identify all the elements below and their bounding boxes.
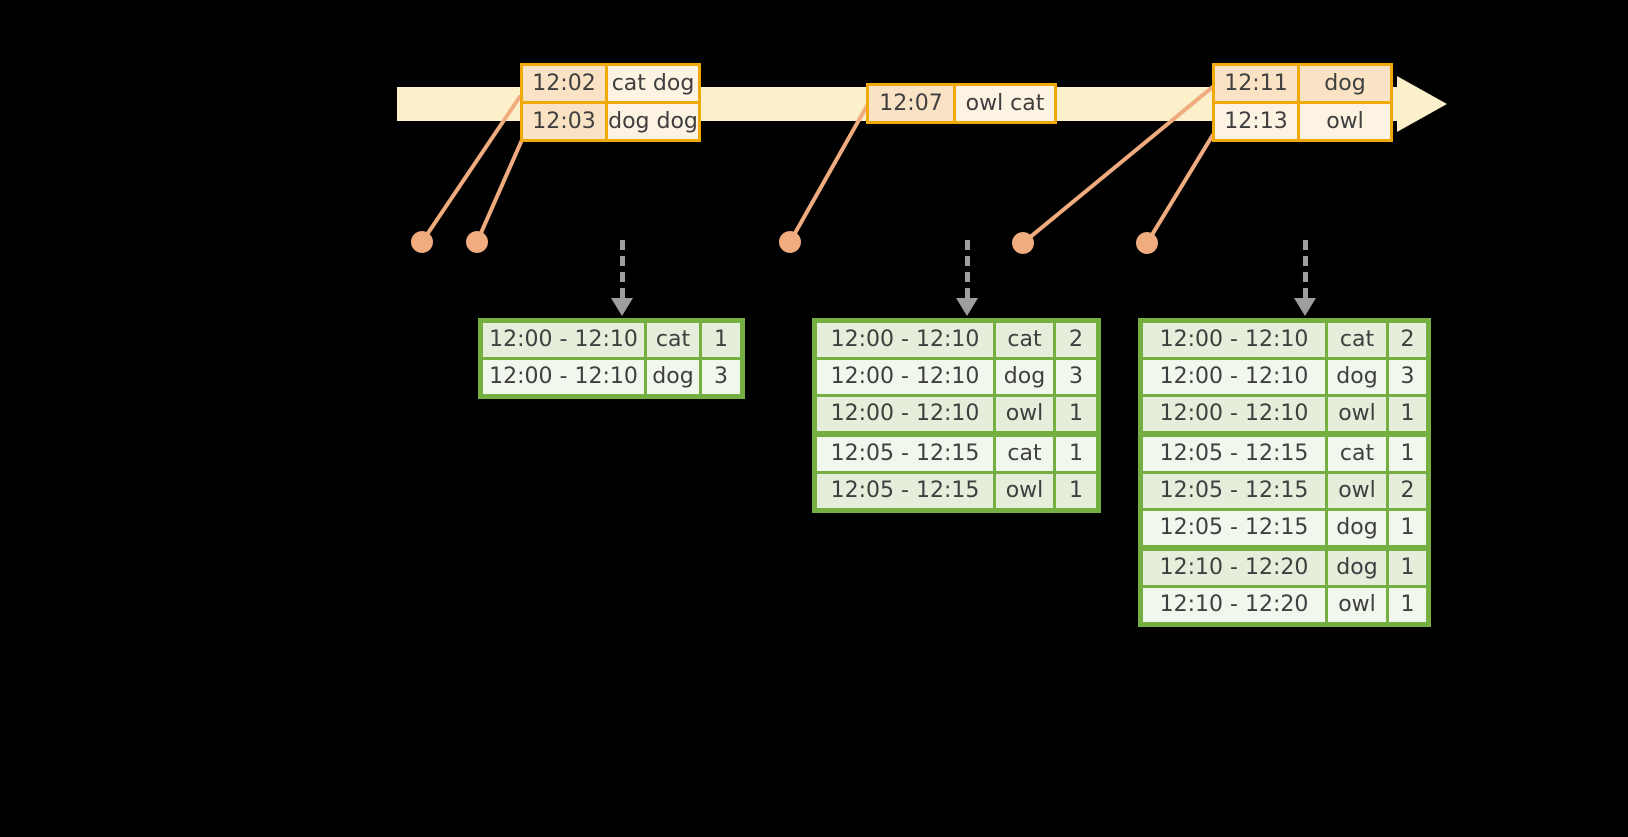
result-table-1: 12:00 - 12:10 cat 1 12:00 - 12:10 dog 3 bbox=[478, 318, 745, 399]
window-cell: 12:00 - 12:10 bbox=[817, 323, 993, 357]
trigger-arrow-line bbox=[1303, 240, 1308, 298]
word-cell: owl bbox=[996, 474, 1053, 508]
word-cell: dog bbox=[1328, 360, 1386, 394]
event-time-cell: 12:02 bbox=[523, 66, 605, 101]
count-cell: 1 bbox=[1056, 474, 1096, 508]
count-cell: 3 bbox=[1056, 360, 1096, 394]
trigger-arrow-icon bbox=[1294, 240, 1316, 316]
count-cell: 1 bbox=[1056, 397, 1096, 431]
window-cell: 12:00 - 12:10 bbox=[483, 323, 644, 357]
word-cell: dog bbox=[647, 360, 699, 394]
count-cell: 1 bbox=[1389, 588, 1426, 622]
count-cell: 3 bbox=[702, 360, 740, 394]
window-cell: 12:10 - 12:20 bbox=[1143, 588, 1325, 622]
window-cell: 12:00 - 12:10 bbox=[817, 397, 993, 431]
word-cell: cat bbox=[1328, 437, 1386, 471]
window-cell: 12:00 - 12:10 bbox=[1143, 397, 1325, 431]
word-cell: dog bbox=[996, 360, 1053, 394]
event-time-cell: 12:11 bbox=[1215, 66, 1297, 101]
result-table-row: 12:00 - 12:10 dog 3 bbox=[1143, 360, 1426, 394]
result-table-row: 12:00 - 12:10 owl 1 bbox=[1143, 397, 1426, 431]
result-table-row: 12:00 - 12:10 dog 3 bbox=[817, 360, 1096, 394]
result-table-row: 12:05 - 12:15 cat 1 bbox=[1143, 437, 1426, 471]
word-cell: owl bbox=[996, 397, 1053, 431]
trigger-arrow-head bbox=[611, 298, 633, 316]
window-cell: 12:05 - 12:15 bbox=[817, 474, 993, 508]
event-dot bbox=[779, 231, 801, 253]
event-table-row: 12:13 owl bbox=[1215, 104, 1390, 139]
trigger-arrow-head bbox=[956, 298, 978, 316]
window-cell: 12:05 - 12:15 bbox=[1143, 474, 1325, 508]
trigger-arrow-icon bbox=[956, 240, 978, 316]
count-cell: 1 bbox=[1389, 437, 1426, 471]
word-cell: cat bbox=[647, 323, 699, 357]
result-table-row: 12:05 - 12:15 dog 1 bbox=[1143, 511, 1426, 545]
event-words-cell: cat dog bbox=[608, 66, 698, 101]
result-table-row: 12:00 - 12:10 dog 3 bbox=[483, 360, 740, 394]
word-cell: owl bbox=[1328, 397, 1386, 431]
word-cell: owl bbox=[1328, 474, 1386, 508]
event-table-row: 12:03 dog dog bbox=[523, 104, 698, 139]
word-cell: dog bbox=[1328, 551, 1386, 585]
window-cell: 12:05 - 12:15 bbox=[817, 437, 993, 471]
word-cell: cat bbox=[996, 437, 1053, 471]
window-cell: 12:00 - 12:10 bbox=[483, 360, 644, 394]
word-cell: dog bbox=[1328, 511, 1386, 545]
event-time-cell: 12:13 bbox=[1215, 104, 1297, 139]
count-cell: 1 bbox=[1389, 397, 1426, 431]
result-table-row: 12:00 - 12:10 cat 2 bbox=[817, 323, 1096, 357]
word-cell: cat bbox=[1328, 323, 1386, 357]
word-cell: cat bbox=[996, 323, 1053, 357]
event-words-cell: owl bbox=[1300, 104, 1390, 139]
timeline-arrowhead-icon bbox=[1397, 76, 1447, 132]
count-cell: 1 bbox=[1389, 511, 1426, 545]
result-table-row: 12:00 - 12:10 owl 1 bbox=[817, 397, 1096, 431]
result-table-row: 12:05 - 12:15 owl 1 bbox=[817, 474, 1096, 508]
result-table-row: 12:05 - 12:15 cat 1 bbox=[817, 437, 1096, 471]
event-words-cell: dog dog bbox=[608, 104, 698, 139]
result-table-row: 12:00 - 12:10 cat 2 bbox=[1143, 323, 1426, 357]
count-cell: 1 bbox=[1056, 437, 1096, 471]
event-time-cell: 12:07 bbox=[869, 86, 953, 121]
window-cell: 12:05 - 12:15 bbox=[1143, 511, 1325, 545]
event-time-cell: 12:03 bbox=[523, 104, 605, 139]
window-cell: 12:00 - 12:10 bbox=[817, 360, 993, 394]
word-cell: owl bbox=[1328, 588, 1386, 622]
result-table-row: 12:05 - 12:15 owl 2 bbox=[1143, 474, 1426, 508]
window-cell: 12:00 - 12:10 bbox=[1143, 323, 1325, 357]
count-cell: 1 bbox=[702, 323, 740, 357]
event-table-2: 12:07 owl cat bbox=[866, 83, 1057, 124]
trigger-arrow-line bbox=[620, 240, 625, 298]
window-cell: 12:00 - 12:10 bbox=[1143, 360, 1325, 394]
event-dot bbox=[1136, 232, 1158, 254]
event-table-1: 12:02 cat dog 12:03 dog dog bbox=[520, 63, 701, 142]
event-dot bbox=[411, 231, 433, 253]
count-cell: 1 bbox=[1389, 551, 1426, 585]
count-cell: 2 bbox=[1056, 323, 1096, 357]
event-dot bbox=[466, 231, 488, 253]
event-connector-line bbox=[1145, 131, 1216, 245]
result-table-row: 12:00 - 12:10 cat 1 bbox=[483, 323, 740, 357]
result-table-2: 12:00 - 12:10 cat 2 12:00 - 12:10 dog 3 … bbox=[812, 318, 1101, 513]
event-table-3: 12:11 dog 12:13 owl bbox=[1212, 63, 1393, 142]
result-table-row: 12:10 - 12:20 dog 1 bbox=[1143, 551, 1426, 585]
window-cell: 12:05 - 12:15 bbox=[1143, 437, 1325, 471]
event-connector-line bbox=[788, 103, 870, 243]
event-words-cell: owl cat bbox=[956, 86, 1054, 121]
trigger-arrow-head bbox=[1294, 298, 1316, 316]
trigger-arrow-line bbox=[965, 240, 970, 298]
event-words-cell: dog bbox=[1300, 66, 1390, 101]
event-table-row: 12:02 cat dog bbox=[523, 66, 698, 101]
event-dot bbox=[1012, 232, 1034, 254]
window-cell: 12:10 - 12:20 bbox=[1143, 551, 1325, 585]
result-table-3: 12:00 - 12:10 cat 2 12:00 - 12:10 dog 3 … bbox=[1138, 318, 1431, 627]
trigger-arrow-icon bbox=[611, 240, 633, 316]
event-table-row: 12:07 owl cat bbox=[869, 86, 1054, 121]
result-table-row: 12:10 - 12:20 owl 1 bbox=[1143, 588, 1426, 622]
event-table-row: 12:11 dog bbox=[1215, 66, 1390, 101]
count-cell: 3 bbox=[1389, 360, 1426, 394]
count-cell: 2 bbox=[1389, 323, 1426, 357]
count-cell: 2 bbox=[1389, 474, 1426, 508]
